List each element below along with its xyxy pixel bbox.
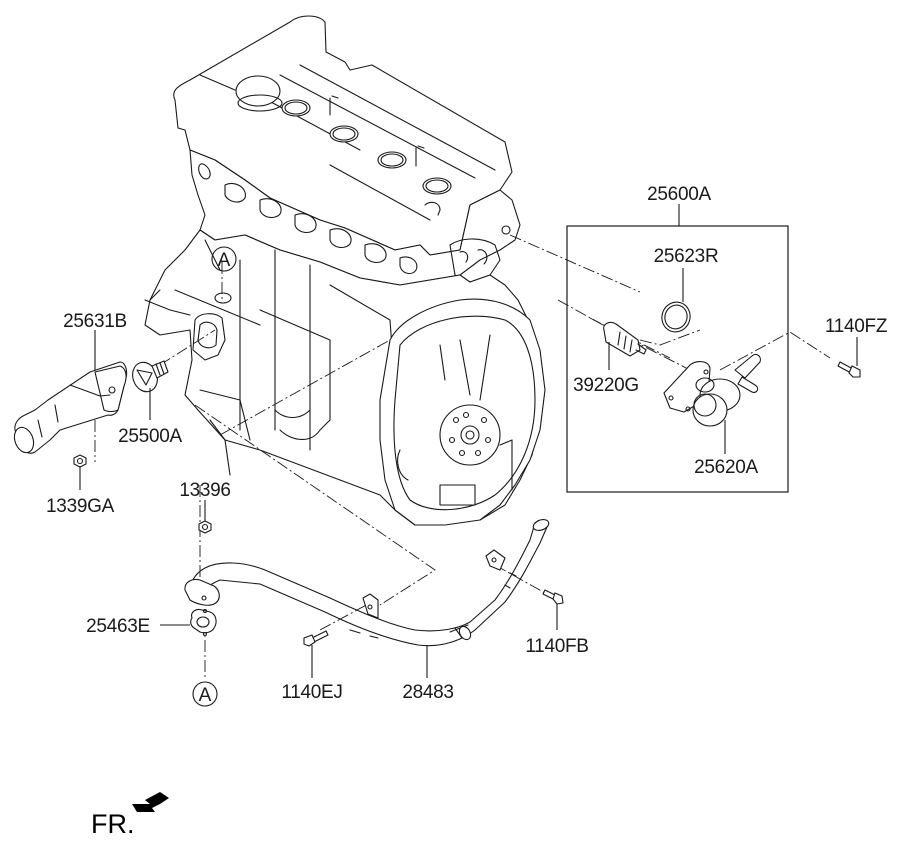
spark-plug-hole xyxy=(422,177,452,195)
nut-13396 xyxy=(198,520,212,534)
coolant-temp-sensor xyxy=(603,321,647,357)
oil-filler-cap xyxy=(235,75,281,107)
gasket xyxy=(190,608,217,637)
water-inlet-fitting xyxy=(13,361,128,454)
part-label-1140FZ[interactable]: 1140FZ xyxy=(825,316,888,337)
part-label-25500A[interactable]: 25500A xyxy=(118,426,183,447)
part-label-39220G[interactable]: 39220G xyxy=(573,375,639,396)
part-label-1339GA[interactable]: 1339GA xyxy=(46,496,115,517)
part-label-13396[interactable]: 13396 xyxy=(179,480,231,501)
o-ring xyxy=(661,301,691,333)
water-outlet-assembly: 25600A 25623R 39220G 25620A xyxy=(566,184,789,493)
reference-mark-a-lower-label: A xyxy=(199,685,212,706)
thermostat-housing-seat xyxy=(192,313,226,361)
part-label-1140EJ[interactable]: 1140EJ xyxy=(281,682,343,703)
front-direction-arrow-icon xyxy=(132,792,169,812)
nut-1339GA xyxy=(73,454,87,468)
water-pipe xyxy=(184,519,550,647)
part-label-25620A[interactable]: 25620A xyxy=(694,457,759,478)
front-direction-label: FR. xyxy=(91,809,135,839)
reference-mark-a-lower xyxy=(192,681,218,707)
bolt-1140EJ xyxy=(303,630,329,647)
bolt-1140FZ xyxy=(837,361,861,378)
water-outlet-housing xyxy=(663,353,761,427)
engine-assembly xyxy=(144,15,546,526)
spark-plug-hole xyxy=(329,125,359,143)
spark-plug-hole xyxy=(281,99,311,117)
flywheel xyxy=(439,404,501,466)
reference-mark-a-upper xyxy=(211,246,237,272)
thermostat xyxy=(132,360,169,393)
part-label-25623R[interactable]: 25623R xyxy=(654,246,719,267)
part-label-28483[interactable]: 28483 xyxy=(402,682,454,703)
part-label-25463E[interactable]: 25463E xyxy=(86,616,150,637)
assembly-box-25600A xyxy=(566,225,789,493)
part-label-25631B[interactable]: 25631B xyxy=(63,311,127,332)
part-label-25600A[interactable]: 25600A xyxy=(647,184,712,205)
spark-plug-hole xyxy=(377,151,407,169)
bellhousing xyxy=(379,298,546,526)
bolt-1140FB xyxy=(542,589,564,605)
reference-mark-a-upper-label: A xyxy=(218,250,231,271)
part-label-1140FB[interactable]: 1140FB xyxy=(525,636,589,657)
